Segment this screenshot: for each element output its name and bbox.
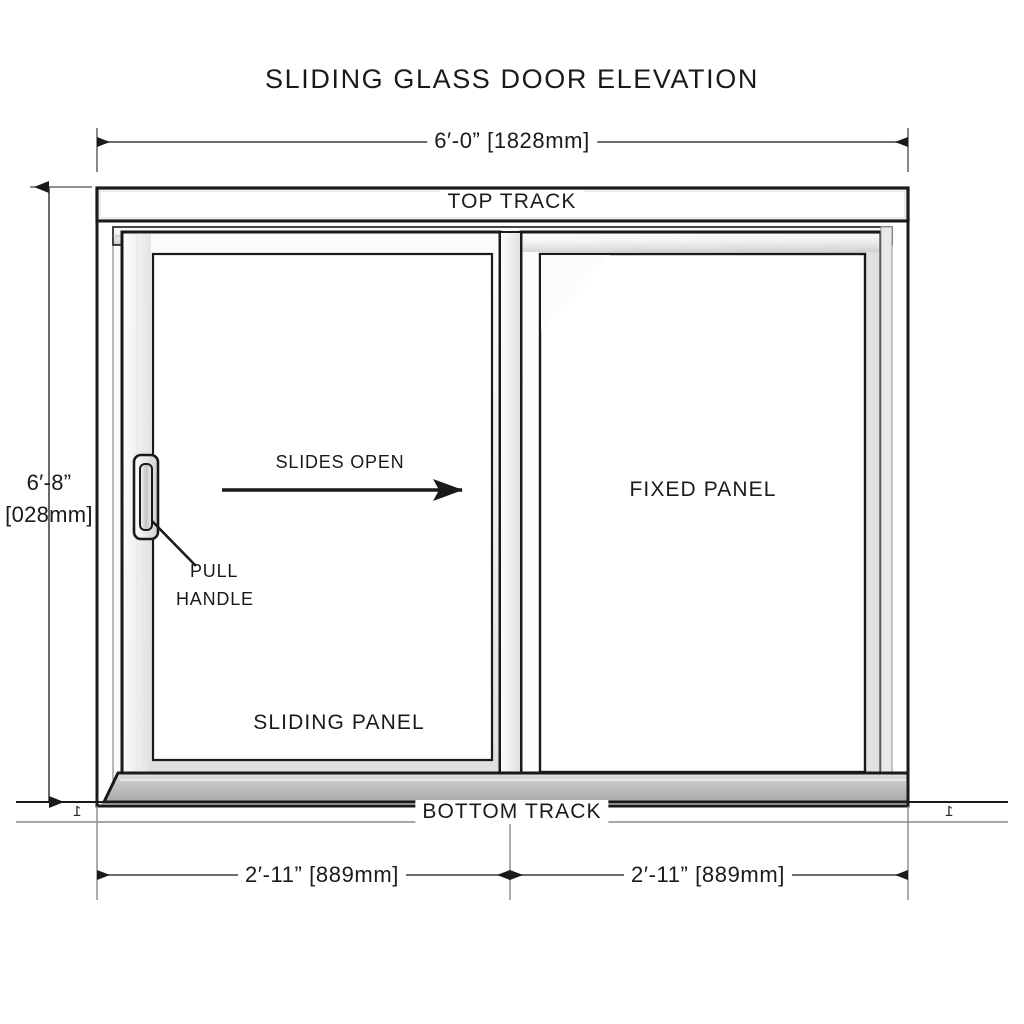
bottom-sill: [101, 771, 910, 804]
sliding-panel-label: SLIDING PANEL: [253, 711, 425, 734]
top-track-label: TOP TRACK: [440, 190, 584, 214]
overall-width-dimension-label: 6′-0” [1828mm]: [427, 128, 597, 154]
pull-handle[interactable]: [132, 453, 160, 541]
left-panel-width-label: 2′-11” [889mm]: [238, 862, 406, 888]
fixed-panel-label: FIXED PANEL: [629, 478, 777, 501]
pull-handle-label-line1: PULL: [190, 561, 239, 581]
meeting-stile: [499, 231, 522, 795]
pull-handle-leader-line: [151, 520, 197, 567]
pull-handle-label-line2: HANDLE: [176, 589, 254, 609]
left-sill-tick-mark: 1: [72, 803, 82, 820]
right-sill-tick-mark: 1: [944, 803, 954, 820]
right-panel-width-label: 2′-11” [889mm]: [624, 862, 792, 888]
overall-height-mm-label: [028mm]: [5, 502, 93, 527]
fixed-panel: [519, 230, 883, 796]
page-title: SLIDING GLASS DOOR ELEVATION: [265, 64, 759, 94]
bottom-track-label: BOTTOM TRACK: [415, 800, 609, 824]
slides-open-label: SLIDES OPEN: [275, 452, 405, 472]
right-jamb: [880, 226, 893, 801]
sliding-panel: [120, 230, 502, 796]
overall-height-feet-label: 6′-8”: [26, 470, 72, 495]
